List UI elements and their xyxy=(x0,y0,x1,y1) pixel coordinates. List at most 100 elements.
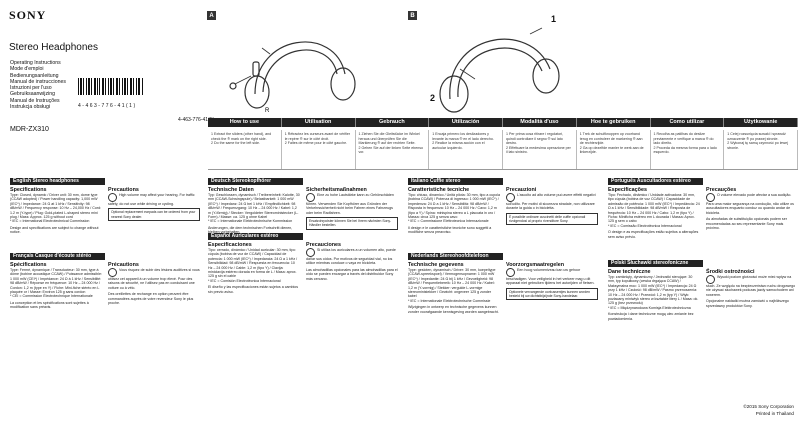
step-text: 1 Trek de schuifknoppen op voorhand teru… xyxy=(579,132,643,146)
language-item: Mode d'emploi xyxy=(10,66,44,73)
earpad-note: Opcjonalne nakładki można zamówić u najb… xyxy=(706,299,789,308)
spec-note: * IEC = Międzynarodowa Komisja Elektrote… xyxy=(608,305,691,310)
svg-text:R: R xyxy=(265,108,270,114)
step-text: 1 Per prima cosa ritirare i regolatori, … xyxy=(506,132,564,146)
section-english: English Stereo headphones Specifications… xyxy=(10,178,200,235)
section-header: Français Casque d'écoute stéréo xyxy=(10,253,105,260)
printed-in: Printed in Thailand xyxy=(755,411,794,416)
language-item: Bedienungsanleitung xyxy=(10,72,59,79)
howto-steps-pl: 1 Celej rozsunięcia suwaki i sprawdź ozn… xyxy=(724,130,798,169)
headphone-illustration-a: R xyxy=(229,41,356,114)
language-item: Gebruiksaanwijzing xyxy=(10,91,55,98)
warning-ear-icon xyxy=(706,193,715,202)
howto-steps-es: 1 Encaja primero los deslizadores y leva… xyxy=(429,130,503,169)
howto-header-en: How to use xyxy=(208,118,282,127)
spec-text: Type: Fermé, dynamique / Transducteur: 3… xyxy=(10,268,102,295)
spec-note: * IEC = Internationale Elektrotechnische… xyxy=(408,298,491,303)
spec-note: * CEI = Commission Électrotechnique Inte… xyxy=(10,294,93,299)
spec-note: * IEC = Internationale Elektrotechnische… xyxy=(208,219,293,224)
manual-language-list: Operating Instructions Mode d'emploi Bed… xyxy=(10,60,66,110)
warning-ear-icon xyxy=(706,275,715,284)
section-german: Deutsch Stereokopfhörer Technische Daten… xyxy=(208,178,398,235)
precautions-text: Eine zu hohe Lautstärke kann zu Gehörsch… xyxy=(306,193,394,215)
spec-note: * IEC = Commissione Elettrotecnica Inter… xyxy=(408,219,489,224)
section-italian: Italiano Cuffie stereo Caratteristiche t… xyxy=(408,178,598,235)
language-item: Instrukcja obsługi xyxy=(10,104,51,111)
section-header: Português Auscultadores estéreo xyxy=(608,178,703,185)
earpad-note: Las almohadillas opcionales para las alm… xyxy=(306,267,398,281)
spec-heading: Especificações xyxy=(608,187,647,193)
spec-text: Typ: zamknięty, dynamiczny / Jednostki s… xyxy=(608,275,699,306)
section-header: Polski Słuchawki stereofoniczne xyxy=(608,260,703,267)
language-item: Istruzioni per l'uso xyxy=(10,85,52,92)
callout-two: 2 xyxy=(430,93,436,103)
model-number: MDR-ZX310 xyxy=(10,126,49,133)
spec-text: Typ: Geschlossen, dynamisch / Treiberein… xyxy=(208,193,300,220)
step-text: 1 Encaja primero los deslizadores y leva… xyxy=(432,132,494,141)
section-dutch: Nederlands Stereohoofdtelefoon Technisch… xyxy=(408,253,598,314)
barcode xyxy=(78,78,143,95)
howto-steps-pt: 1 Recolha as patilhas do deslize previam… xyxy=(651,130,725,169)
howto-header-es: Utilización xyxy=(429,118,503,127)
step-text: 2 Proceda da mesma forma para o lado esq… xyxy=(653,145,717,155)
warning-ear-icon xyxy=(108,268,117,277)
howto-steps-it: 1 Per prima cosa ritirare i regolatori, … xyxy=(503,130,577,169)
precautions-heading: Voorzorgsmaatregelen xyxy=(506,262,565,268)
spec-heading: Specifications xyxy=(10,187,47,193)
earpad-note: Optionele vervangende oorkussentjes kunn… xyxy=(506,287,598,301)
earpad-note: Des oreillettes de rechange en option pe… xyxy=(108,292,194,306)
language-item: Manual de instrucciones xyxy=(10,78,66,85)
how-to-use-steps: 1 Extract the sliders (other hand), and … xyxy=(208,130,798,170)
precautions-heading: Precautions xyxy=(108,187,139,193)
warning-ear-icon xyxy=(506,268,515,277)
step-text: 1 Extract the sliders (other hand), and … xyxy=(211,132,272,141)
spec-heading: Caratteristiche tecniche xyxy=(408,187,470,193)
spec-note: * IEC = Comissão Electrotécnica Internac… xyxy=(608,223,682,228)
precautions-text: Wysoki poziom głośności może mieć wpływ … xyxy=(706,275,796,297)
precautions-heading: Précautions xyxy=(108,262,139,268)
warning-ear-icon xyxy=(506,193,515,202)
spec-text: Tipo: Fechado, dinâmico / Unidade activa… xyxy=(608,193,700,224)
howto-header-nl: Hoe te gebruiken xyxy=(577,118,651,127)
design-note: Wijzigingen in ontwerp en technische geg… xyxy=(408,305,499,314)
precautions-text: O volume elevado pode afectar a sua audi… xyxy=(706,193,794,215)
precautions-text: Een hoog volumeniveau kan uw gehoor besc… xyxy=(506,268,595,286)
spec-text: Tipo: chiuso, dinamico / Unità pilota: 3… xyxy=(408,193,500,220)
section-spanish: Español Auriculares estéreo Especificaci… xyxy=(208,233,398,294)
product-title: Stereo Headphones xyxy=(9,42,98,53)
design-note: Änderungen, die dem technischen Fortschr… xyxy=(208,225,293,234)
howto-header-pt: Como utilizar xyxy=(651,118,725,127)
earpad-note: Ersatzohrpolster können Sie bei Ihrem nä… xyxy=(306,217,398,230)
section-french: Français Casque d'écoute stéréo Spécific… xyxy=(10,253,200,310)
spec-heading: Dane techniczne xyxy=(608,269,651,275)
section-header: Español Auriculares estéreo xyxy=(208,233,303,240)
howto-header-fr: Utilisation xyxy=(282,118,356,127)
step-text: 2 Realice la misma acción con el auricul… xyxy=(432,141,485,150)
spec-note: * IEC = Comisión Electrotécnica Internac… xyxy=(208,278,281,283)
howto-header-de: Gebrauch xyxy=(356,118,430,127)
how-to-use-header-strip: How to use Utilisation Gebrauch Utilizac… xyxy=(208,118,798,127)
step-text: 2 Do the same for the left side. xyxy=(211,141,260,146)
howto-steps-en: 1 Extract the sliders (other hand), and … xyxy=(208,130,282,169)
section-header: Italiano Cuffie stereo xyxy=(408,178,503,185)
spec-text: Type: gesloten, dynamisch / Driver: 30 m… xyxy=(408,268,496,299)
language-item: Operating Instructions xyxy=(10,60,61,66)
howto-header-it: Modalità d'uso xyxy=(503,118,577,127)
barcode-number: 4-463-776-41(1) xyxy=(78,103,137,109)
step-text: 1 Celej rozsunięcia suwaki i sprawdź ozn… xyxy=(727,132,786,141)
spec-heading: Technische gegevens xyxy=(408,262,464,268)
section-portuguese: Português Auscultadores estéreo Especifi… xyxy=(608,178,798,239)
section-polish: Polski Słuchawki stereofoniczne Dane tec… xyxy=(608,260,798,321)
precautions-heading: Precauções xyxy=(706,187,737,193)
design-note: Konstrukcja i dane techniczne mogą ulec … xyxy=(608,312,694,321)
earpad-note: È possibile ordinare cuscinetti delle cu… xyxy=(506,212,598,226)
precautions-heading: Środki ostrożności xyxy=(706,269,755,275)
howto-header-pl: Użytkowanie xyxy=(724,118,798,127)
step-text: 2 Faites de même pour le côté gauche. xyxy=(284,141,348,146)
spec-heading: Especificaciones xyxy=(208,242,252,248)
callout-one: 1 xyxy=(551,14,557,24)
section-header: Deutsch Stereokopfhörer xyxy=(208,178,303,185)
howto-steps-nl: 1 Trek de schuifknoppen op voorhand teru… xyxy=(577,130,651,169)
design-note: El diseño y las especificaciones están s… xyxy=(208,285,299,294)
precautions-text: Vous risquez de subir des lésions auditi… xyxy=(108,268,200,290)
